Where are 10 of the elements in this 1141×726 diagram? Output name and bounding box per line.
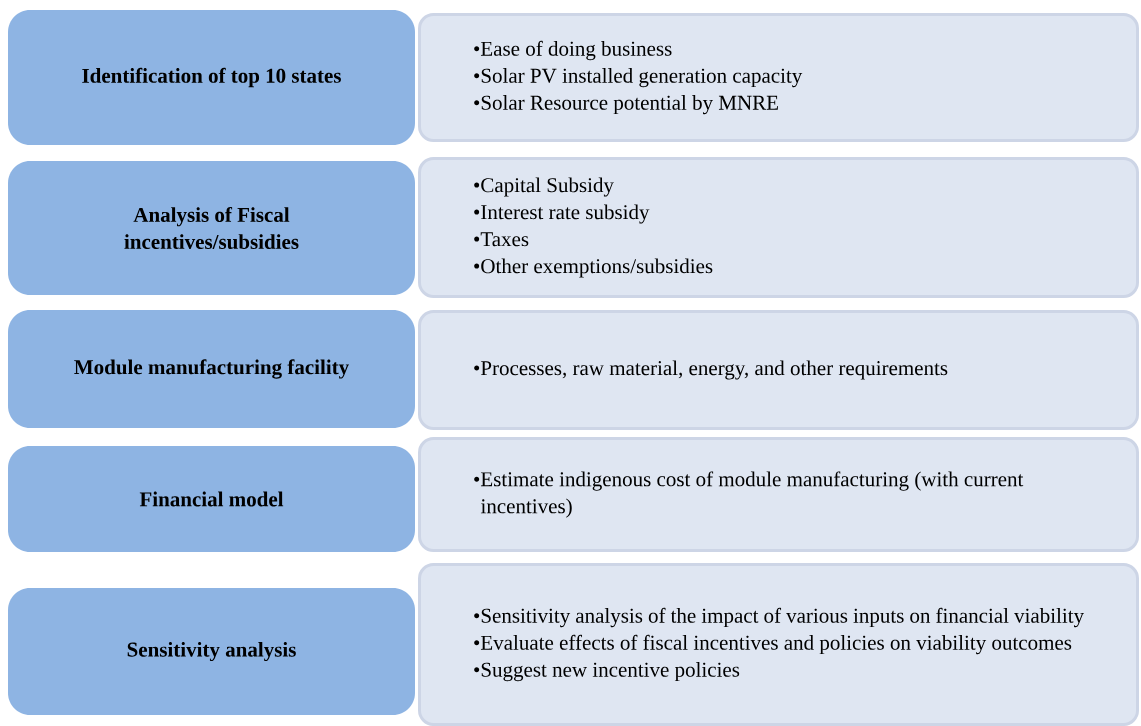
step-box: Module manufacturing facility xyxy=(8,310,415,428)
bullet-list-box: •Processes, raw material, energy, and other requirements xyxy=(418,310,1139,430)
step-box: Analysis of Fiscal incentives/subsidies xyxy=(8,161,415,295)
step-box: Identification of top 10 states xyxy=(8,10,415,145)
step-box: Financial model xyxy=(8,446,415,552)
bullet-list-box: •Ease of doing business •Solar PV installed generation capacity •Solar Resource potential by MNRE xyxy=(418,13,1139,142)
bullet-list-box: •Sensitivity analysis of the impact of various inputs on financial viability •Evaluate effects of fiscal incentives and policies on viability outcomes •Suggest new incentive policies xyxy=(418,563,1139,726)
step-box: Sensitivity analysis xyxy=(8,588,415,715)
bullet-list-box: •Estimate indigenous cost of module manufacturing (with current incentives) xyxy=(418,437,1139,552)
bullet-list-box: •Capital Subsidy •Interest rate subsidy •Taxes •Other exemptions/subsidies xyxy=(418,157,1139,298)
